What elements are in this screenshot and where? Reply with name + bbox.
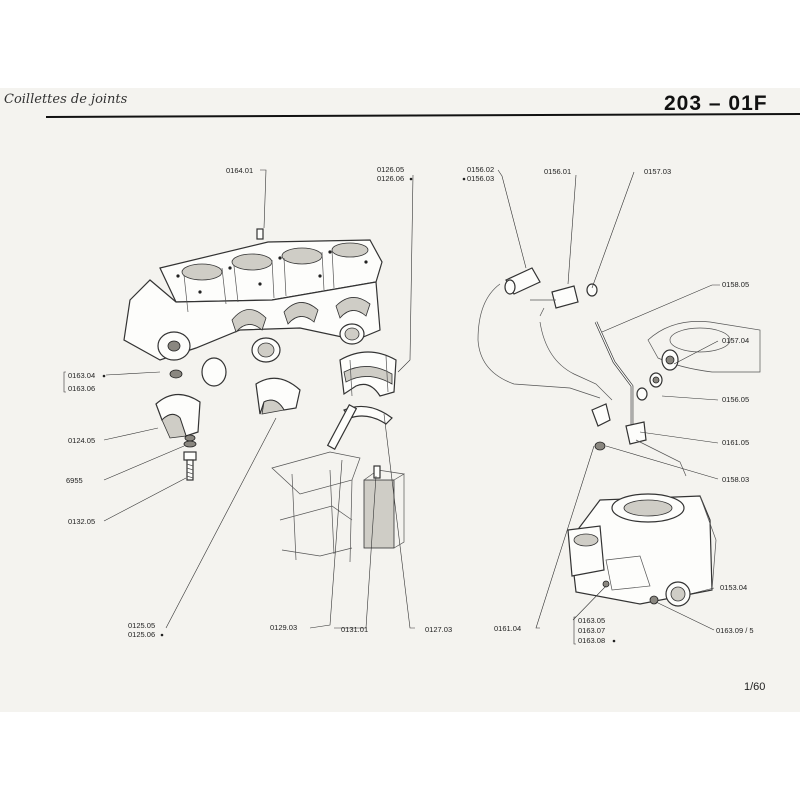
bearing-cap-centre [255,377,301,415]
crankcase-block [123,239,383,387]
callout-0161-05: 0161.05 [722,438,749,447]
callout-0157-04: 0157.04 [722,336,749,345]
callout-0124-05: 0124.05 [68,436,95,445]
callout-0161-04: 0161.04 [494,624,521,633]
page-reference: 203 – 01F [664,92,768,115]
callout-0163-08: 0163.08 [578,636,605,645]
seal-rod-part [326,404,358,450]
callout-labels: 0164.01 0126.05 0126.06 0156.02 0156.03 … [63,165,754,645]
pump-housing-upper [647,321,761,373]
cap-bolt-part [183,440,197,481]
callout-0163-06: 0163.06 [68,384,95,393]
callout-0126-06: 0126.06 [377,174,404,183]
rear-seal-part [343,405,393,425]
callout-0156-05: 0156.05 [722,395,749,404]
callout-0156-03: 0156.03 [467,174,494,183]
callout-0125-05: 0125.05 [128,621,155,630]
leader-lines [103,169,720,631]
oil-pipe-assembly [477,267,687,477]
callout-0153-04: 0153.04 [720,583,747,592]
bearing-cap-rear [339,351,397,397]
callout-0157-03: 0157.03 [644,167,671,176]
callout-0125-06: 0125.06 [128,630,155,639]
callout-0127-03: 0127.03 [425,625,452,634]
bearing-cap-left [155,393,201,442]
callout-0164-01: 0164.01 [226,166,253,175]
handwritten-note: Coillettes de joints [4,92,128,107]
callout-0163-05: 0163.05 [578,616,605,625]
distributor-housing-lower [567,493,717,607]
callout-0158-05: 0158.05 [722,280,749,289]
callout-0126-05: 0126.05 [377,165,404,174]
callout-0156-01: 0156.01 [544,167,571,176]
callout-0129-03: 0129.03 [270,623,297,632]
callout-0163-04: 0163.04 [68,371,95,380]
header-rule [45,113,800,118]
callout-0132-05: 0132.05 [68,517,95,526]
callout-0131-01: 0131.01 [341,625,368,634]
page-number: 1/60 [744,681,765,693]
callout-0163-07: 0163.07 [578,626,605,635]
dowel-pin-part [256,228,264,240]
callout-0156-02: 0156.02 [467,165,494,174]
callout-0158-03: 0158.03 [722,475,749,484]
callout-6955: 6955 [66,476,83,485]
callout-0163-09: 0163.09 / 5 [716,626,754,635]
block-lower-section [271,451,406,563]
paper-sheet [0,88,800,712]
